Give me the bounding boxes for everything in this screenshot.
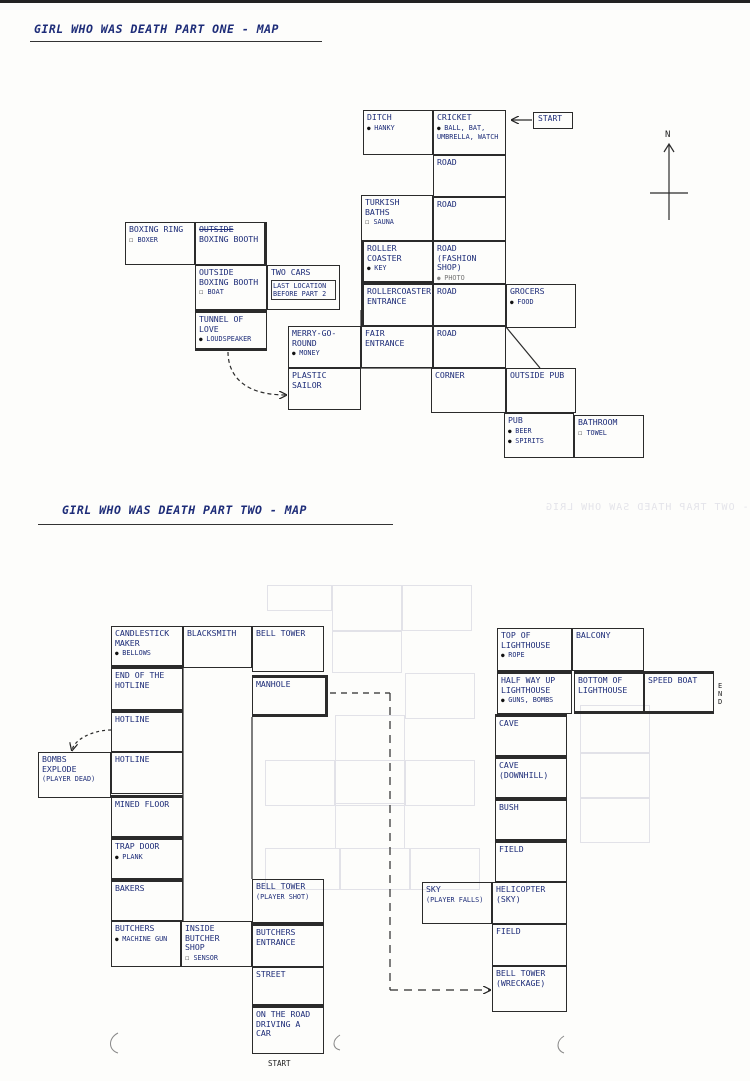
room-butchers: BUTCHERS MACHINE GUN: [111, 921, 181, 967]
show-through-title: MAP - OWT TRAP HTAED SAW OHW LRIG: [545, 502, 750, 513]
room-road-4: ROAD: [433, 326, 506, 368]
room-blacksmith: BLACKSMITH: [183, 626, 252, 668]
room-outside-pub: OUTSIDE PUB: [506, 368, 576, 413]
show-through-box: [267, 585, 332, 611]
room-butchers-entrance: BUTCHERS ENTRANCE: [252, 925, 324, 967]
show-through-box: [265, 848, 340, 890]
room-balcony: BALCONY: [572, 628, 644, 671]
room-mined-floor: MINED FLOOR: [111, 795, 183, 837]
room-merry-go-round: MERRY-GO- ROUND MONEY: [288, 326, 361, 368]
room-roller-coaster: ROLLER COASTER KEY: [361, 241, 433, 284]
part-two-title: GIRL WHO WAS DEATH PART TWO - MAP: [62, 503, 307, 517]
room-bell-tower-shot: BELL TOWER (PLAYER SHOT): [252, 879, 324, 925]
room-bottom-of-lighthouse: BOTTOM OF LIGHTHOUSE: [574, 671, 644, 714]
part-one-start-box: START: [533, 112, 573, 129]
show-through-box: [580, 753, 650, 798]
room-bell-tower: BELL TOWER: [252, 626, 324, 672]
room-hotline-1: HOTLINE: [111, 710, 183, 752]
part-two-underline: [38, 524, 393, 525]
room-hotline-2: HOTLINE: [111, 752, 183, 794]
room-fair-entrance: FAIR ENTRANCE: [361, 326, 433, 368]
room-grocers: GROCERS FOOD: [506, 284, 576, 328]
room-two-cars: TWO CARS LAST LOCATION BEFORE PART 2: [267, 265, 340, 310]
room-manhole: MANHOLE: [252, 675, 328, 717]
room-outside-boxing-booth: OUTSIDE BOXING BOOTH BOAT: [195, 265, 267, 310]
show-through-box: [580, 798, 650, 843]
room-field-1: FIELD: [495, 840, 567, 882]
room-trap-door: TRAP DOOR PLANK: [111, 837, 183, 879]
room-bombs-explode: BOMBS EXPLODE (PLAYER DEAD): [38, 752, 111, 798]
part-two-start-label: START: [268, 1059, 291, 1068]
room-bell-tower-wreckage: BELL TOWER (WRECKAGE): [492, 966, 567, 1012]
show-through-box: [340, 848, 410, 890]
room-bakers: BAKERS: [111, 879, 183, 921]
road-to-outside-pub-connector: [505, 326, 541, 369]
room-half-way-up-lighthouse: HALF WAY UP LIGHTHOUSE GUNS, BOMBS: [497, 671, 572, 714]
room-top-of-lighthouse: TOP OF LIGHTHOUSE ROPE: [497, 628, 572, 671]
show-through-box: [402, 585, 472, 631]
show-through-box: [332, 631, 402, 673]
room-cave: CAVE: [495, 714, 567, 756]
part-two-end-label: E N D: [718, 682, 723, 706]
paper-edge: [0, 0, 750, 3]
room-inside-butcher-shop: INSIDE BUTCHER SHOP SENSOR: [181, 921, 252, 967]
room-outside-boxing-booth-top: OUTSIDE BOXING BOOTH: [195, 222, 267, 265]
room-on-the-road: ON THE ROAD DRIVING A CAR: [252, 1007, 324, 1054]
room-speed-boat: SPEED BOAT: [644, 671, 714, 714]
room-turkish-baths: TURKISH BATHS SAUNA: [361, 195, 433, 241]
tunnel-to-plastic-sailor-dashed-arrow: [227, 351, 286, 395]
two-cars-note: LAST LOCATION BEFORE PART 2: [271, 279, 336, 300]
show-through-box: [335, 760, 405, 806]
compass-arrow-icon: [663, 142, 675, 153]
room-cave-downhill: CAVE (DOWNHILL): [495, 756, 567, 798]
room-ditch: DITCH HANKY: [363, 110, 433, 155]
room-end-of-hotline: END OF THE HOTLINE: [111, 668, 183, 710]
room-boxing-ring: BOXING RING BOXER: [125, 222, 195, 265]
room-corner: CORNER: [431, 368, 506, 413]
room-road-2: ROAD: [433, 197, 506, 241]
show-through-box: [405, 760, 475, 806]
room-street: STREET: [252, 967, 324, 1007]
north-label: N: [665, 130, 671, 140]
room-road-3: ROAD: [433, 284, 506, 326]
room-plastic-sailor: PLASTIC SAILOR: [288, 368, 361, 410]
show-through-box: [410, 848, 480, 890]
room-bathroom: BATHROOM TOWEL: [574, 415, 644, 458]
room-road-fashion-shop: ROAD (FASHION SHOP) PHOTO: [433, 241, 506, 284]
room-sky: SKY (PLAYER FALLS): [422, 882, 492, 924]
show-through-box: [332, 585, 402, 631]
show-through-box: [580, 705, 650, 753]
room-road-1: ROAD: [433, 155, 506, 197]
room-field-2: FIELD: [492, 924, 567, 966]
room-helicopter: HELICOPTER (SKY): [492, 882, 567, 924]
room-tunnel-of-love: TUNNEL OF LOVE LOUDSPEAKER: [195, 310, 267, 351]
show-through-box: [335, 803, 405, 849]
room-candlestick-maker: CANDLESTICK MAKER BELLOWS: [111, 626, 183, 668]
room-pub: PUB BEER SPIRITS: [504, 413, 574, 458]
part-one-title: GIRL WHO WAS DEATH PART ONE - MAP: [34, 22, 279, 36]
show-through-box: [265, 760, 335, 806]
hotline-to-bombs-dashed-arrow: [72, 729, 112, 750]
room-rollercoaster-entrance: ROLLERCOASTER ENTRANCE: [361, 284, 433, 326]
part-one-underline: [30, 41, 322, 42]
room-bush: BUSH: [495, 798, 567, 840]
show-through-box: [405, 673, 475, 719]
room-cricket: CRICKET BALL, BAT, UMBRELLA, WATCH: [433, 110, 506, 155]
show-through-box: [335, 715, 405, 761]
